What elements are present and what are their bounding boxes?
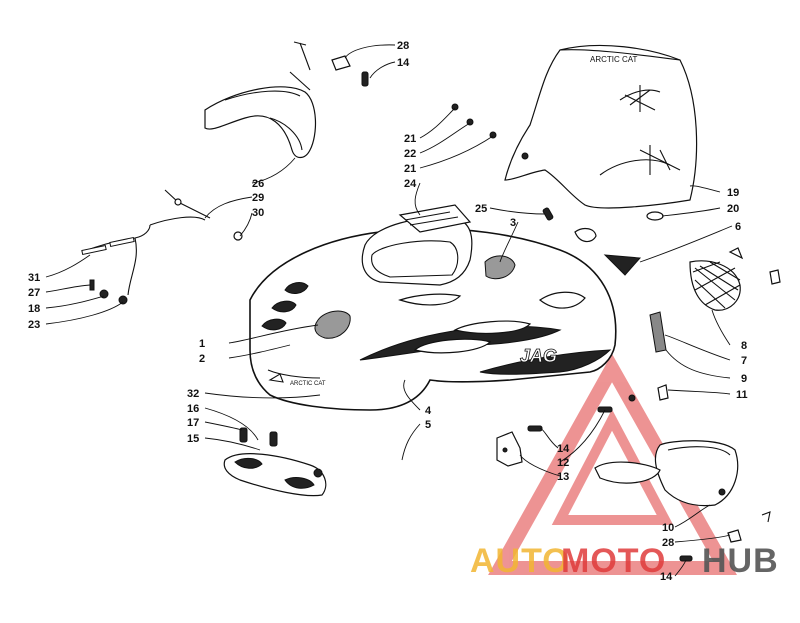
label-16: 16 xyxy=(187,403,199,415)
label-25: 25 xyxy=(475,203,487,215)
label-6: 6 xyxy=(735,221,741,233)
side-bracket xyxy=(649,311,667,353)
windshield: ARCTIC CAT xyxy=(504,44,698,209)
label-8: 8 xyxy=(741,340,747,352)
watermark-auto: AUTO xyxy=(470,542,570,580)
label-9: 9 xyxy=(741,373,747,385)
hood-body: JAG ARCTIC CAT xyxy=(249,204,617,411)
label-23: 23 xyxy=(28,319,40,331)
label-27: 27 xyxy=(28,287,40,299)
label-15: 15 xyxy=(187,433,199,445)
label-19: 19 xyxy=(727,187,739,199)
label-1: 1 xyxy=(199,338,205,350)
watermark-moto: MOTO xyxy=(561,542,666,580)
label-32: 32 xyxy=(187,388,199,400)
label-18: 18 xyxy=(28,303,40,315)
leader-lines xyxy=(45,44,733,577)
label-11: 11 xyxy=(736,389,748,401)
label-24: 24 xyxy=(404,178,417,190)
label-20: 20 xyxy=(727,203,739,215)
grommet-25 xyxy=(574,227,597,243)
label-29: 29 xyxy=(252,192,264,204)
label-10: 10 xyxy=(662,522,674,534)
wiring-harness xyxy=(81,189,243,305)
label-14-mid: 14 xyxy=(557,443,570,455)
label-4: 4 xyxy=(425,405,432,417)
label-7: 7 xyxy=(741,355,747,367)
label-28-top: 28 xyxy=(397,40,409,52)
clip-screw xyxy=(628,394,636,402)
label-14-top: 14 xyxy=(397,57,410,69)
label-30: 30 xyxy=(252,207,264,219)
label-31: 31 xyxy=(28,272,40,284)
label-17: 17 xyxy=(187,417,199,429)
svg-text:ARCTIC CAT: ARCTIC CAT xyxy=(590,55,638,64)
lower-bumper-bracket xyxy=(223,427,327,497)
headlight-bulb-part xyxy=(204,41,317,159)
svg-text:ARCTIC CAT: ARCTIC CAT xyxy=(290,381,326,387)
label-22: 22 xyxy=(404,148,416,160)
mount-bracket xyxy=(496,406,613,467)
label-12: 12 xyxy=(557,457,569,469)
windshield-grommet xyxy=(646,211,664,221)
label-26: 26 xyxy=(252,178,264,190)
clip xyxy=(657,384,669,401)
top-bracket-bolt xyxy=(331,55,369,87)
label-14-bottom: 14 xyxy=(660,571,673,583)
watermark-brand: AUTO MOTO HUB xyxy=(470,542,779,580)
label-21-b: 21 xyxy=(404,163,416,175)
svg-text:JAG: JAG xyxy=(520,346,557,366)
label-3: 3 xyxy=(510,217,516,229)
label-28-bottom: 28 xyxy=(662,537,674,549)
bottom-bracket xyxy=(727,529,742,543)
part-number-labels: 28 14 26 29 30 31 27 18 23 21 22 21 24 2… xyxy=(28,40,748,583)
label-5: 5 xyxy=(425,419,431,431)
side-panel-piece xyxy=(603,254,642,276)
vent-grille xyxy=(689,247,781,311)
label-13: 13 xyxy=(557,471,569,483)
headlight-lens xyxy=(594,440,739,507)
label-21-a: 21 xyxy=(404,133,416,145)
label-2: 2 xyxy=(199,353,205,365)
watermark-hub: HUB xyxy=(702,542,779,580)
